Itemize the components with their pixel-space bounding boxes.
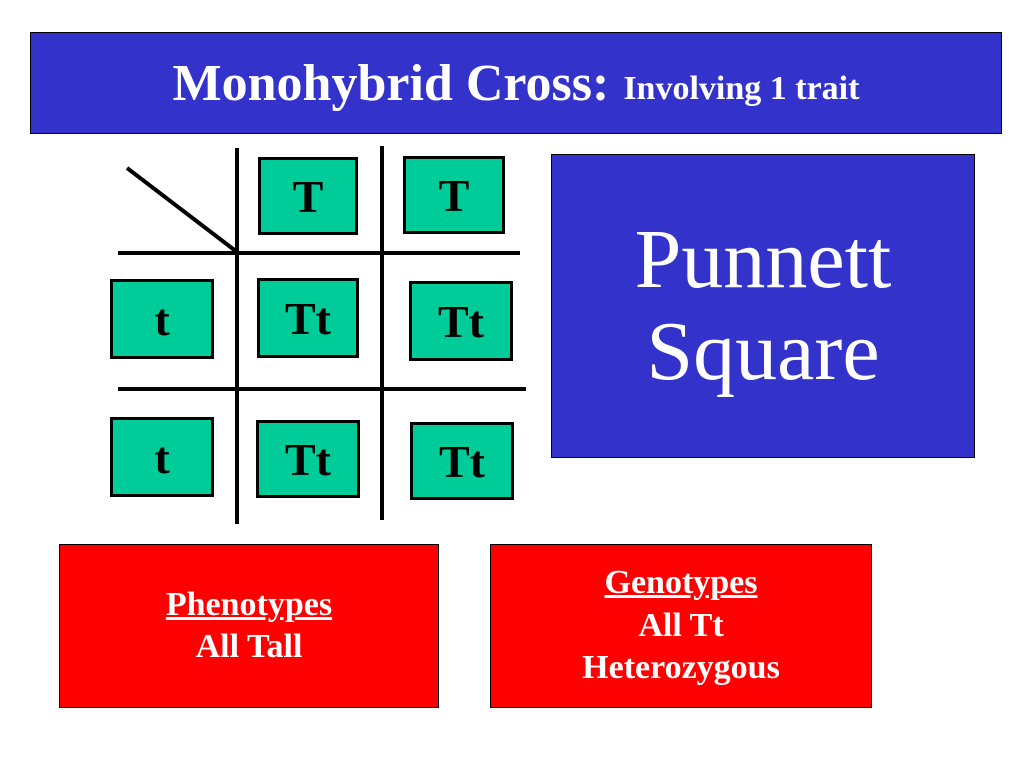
genotypes-line1: All Tt bbox=[638, 606, 724, 644]
punnett-square-label: Punnett Square bbox=[551, 154, 975, 458]
title-sub: Involving 1 trait bbox=[623, 70, 860, 107]
genotypes-box: Genotypes All Tt Heterozygous bbox=[490, 544, 872, 708]
phenotypes-value: All Tall bbox=[195, 628, 303, 665]
genotypes-line2: Heterozygous bbox=[582, 649, 780, 687]
genotypes-heading: Genotypes bbox=[604, 564, 758, 602]
punnett-label-line1: Punnett bbox=[634, 212, 892, 306]
top-allele-2: T bbox=[403, 156, 505, 234]
offspring-cell-1-2: Tt bbox=[409, 281, 513, 361]
top-allele-1: T bbox=[258, 157, 358, 235]
offspring-cell-2-2: Tt bbox=[410, 422, 514, 500]
phenotypes-box: Phenotypes All Tall bbox=[59, 544, 439, 708]
phenotypes-heading: Phenotypes bbox=[165, 585, 333, 623]
slide-title: Monohybrid Cross: Involving 1 trait bbox=[30, 32, 1002, 134]
grid-diagonal bbox=[125, 166, 239, 254]
offspring-cell-1-1: Tt bbox=[257, 278, 359, 358]
punnett-label-line2: Square bbox=[646, 305, 880, 398]
offspring-cell-2-1: Tt bbox=[256, 420, 360, 498]
side-allele-1: t bbox=[110, 279, 214, 359]
side-allele-2: t bbox=[110, 417, 214, 497]
title-main: Monohybrid Cross: bbox=[172, 54, 610, 112]
